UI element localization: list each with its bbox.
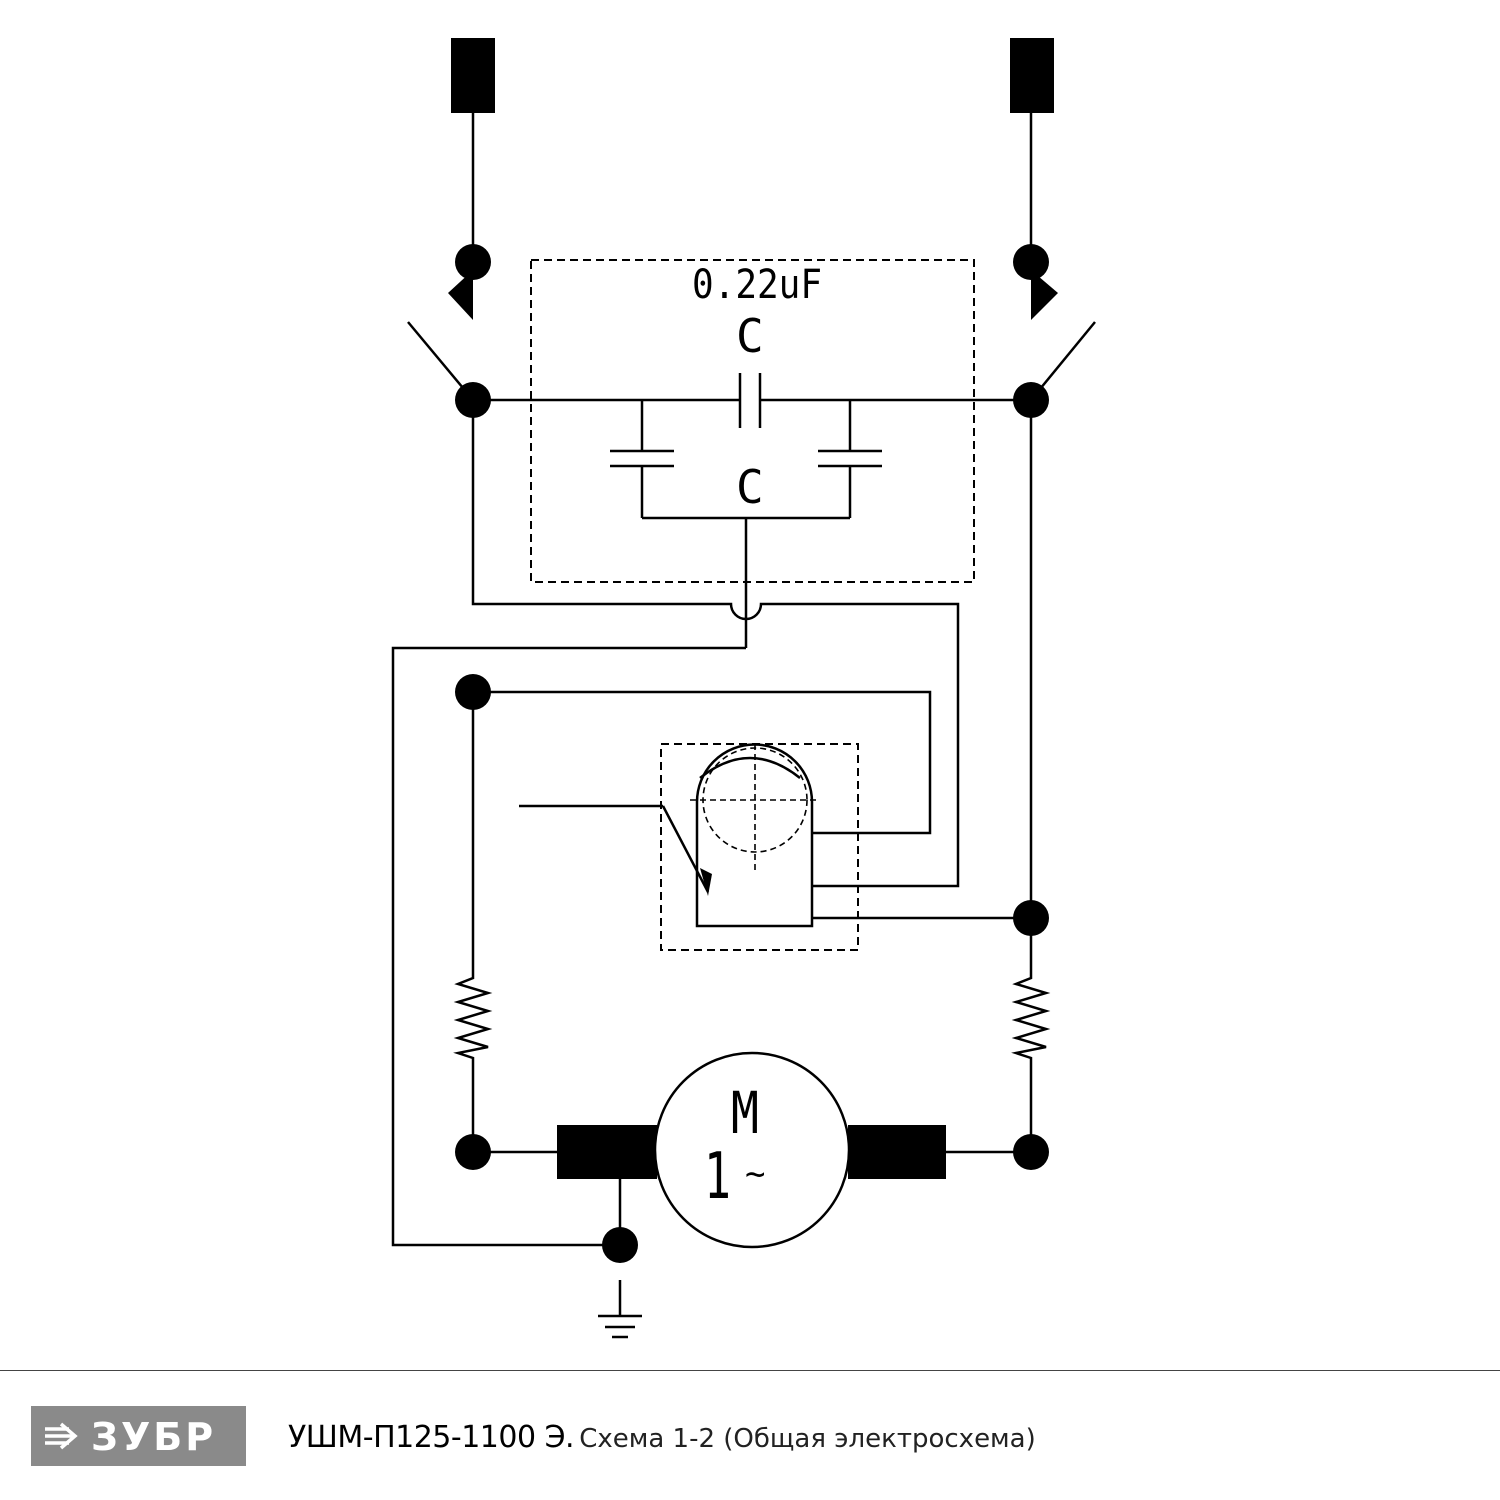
capacitor-block-outline (530, 259, 975, 583)
brand-logo-text: ЗУБР (91, 1415, 216, 1459)
wire-line-crossover (471, 400, 960, 888)
plug-terminal-right (1010, 38, 1054, 113)
motor-label-letter: M (731, 1080, 759, 1147)
resistor-right (1011, 970, 1051, 1070)
wire-to-regulator-top (473, 690, 932, 835)
footer-divider (0, 1370, 1500, 1371)
resistor-left (453, 970, 493, 1070)
node-motor-left (455, 1134, 491, 1170)
capacitor-shunt-right (818, 400, 882, 518)
switch-left (407, 244, 491, 418)
diagram-description: Схема 1-2 (Общая электросхема) (579, 1424, 1036, 1454)
capacitor-series (473, 373, 1031, 428)
motor-label-ac: ~ (745, 1154, 765, 1194)
brand-logo: ЗУБР (31, 1406, 246, 1466)
wire-ground-loop (391, 646, 746, 1247)
electrical-schematic: 0.22uF C C M 1 ~ (391, 38, 1096, 1339)
arrow-icon (45, 1422, 78, 1450)
capacitor-label-top: C (736, 309, 764, 363)
document-caption: УШМ-П125-1100 Э. Схема 1-2 (Общая электр… (288, 1420, 1036, 1455)
node-motor-right (1013, 1134, 1049, 1170)
motor (473, 1051, 1031, 1249)
plug-terminal-left (451, 38, 495, 113)
capacitor-value-label: 0.22uF (692, 261, 822, 307)
model-name: УШМ-П125-1100 Э. (288, 1420, 575, 1455)
switch-right (1013, 244, 1096, 418)
capacitor-shunt-left (610, 400, 674, 518)
capacitor-label-bottom: C (736, 460, 764, 514)
footer: ЗУБР УШМ-П125-1100 Э. Схема 1-2 (Общая э… (0, 1372, 1500, 1500)
ground-symbol (598, 1280, 642, 1339)
motor-label-phase: 1 (704, 1140, 731, 1214)
speed-regulator (519, 743, 859, 951)
node-ground (602, 1227, 638, 1263)
